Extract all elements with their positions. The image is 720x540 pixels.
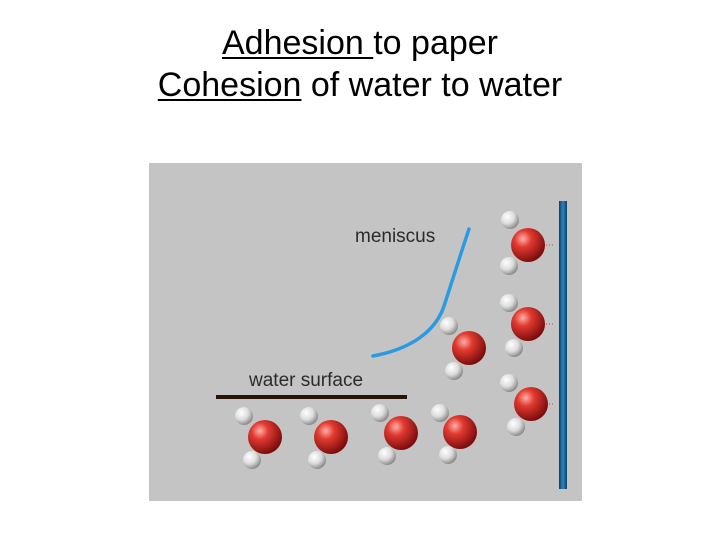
hydrogen-atom xyxy=(235,407,253,425)
water-surface-label: water surface xyxy=(249,370,364,391)
water-molecule xyxy=(500,374,548,436)
hydrogen-atom xyxy=(445,362,463,380)
hydrogen-atom xyxy=(378,447,396,465)
hydrogen-atom xyxy=(371,404,389,422)
water-molecule xyxy=(431,404,477,464)
cohesion-term: Cohesion xyxy=(157,66,302,104)
water-molecule xyxy=(500,294,545,357)
oxygen-atom xyxy=(384,416,418,450)
title-line-adhesion: Adhesion to paper xyxy=(0,22,720,64)
oxygen-atom xyxy=(314,420,348,454)
oxygen-atom xyxy=(511,307,545,341)
diagram-canvas xyxy=(216,201,567,489)
water-molecule xyxy=(300,407,348,469)
oxygen-atom xyxy=(452,331,486,365)
water-molecule xyxy=(235,407,282,469)
meniscus-curve xyxy=(371,227,471,358)
meniscus-label: meniscus xyxy=(355,226,436,247)
water-molecule xyxy=(440,317,486,380)
oxygen-atom xyxy=(511,228,545,262)
hydrogen-atom xyxy=(243,451,261,469)
oxygen-atom xyxy=(514,387,548,421)
adhesion-term: Adhesion xyxy=(222,24,374,62)
hydrogen-atom xyxy=(440,317,458,335)
slide-title: Adhesion to paper Cohesion of water to w… xyxy=(0,22,720,106)
adhesion-rest: to paper xyxy=(373,24,498,62)
paper-strip xyxy=(559,201,567,489)
hydrogen-atom xyxy=(308,451,326,469)
oxygen-atom xyxy=(443,415,477,449)
water-molecule xyxy=(371,404,418,465)
hydrogen-atom xyxy=(501,211,519,229)
hydrogen-atom xyxy=(439,446,457,464)
meniscus-diagram: meniscus water surface xyxy=(149,163,582,501)
hydrogen-atom xyxy=(300,407,318,425)
hydrogen-atom xyxy=(500,257,518,275)
hydrogen-atom xyxy=(431,404,449,422)
hydrogen-atom xyxy=(505,339,523,357)
water-molecule xyxy=(500,211,545,275)
hydrogen-atom xyxy=(500,294,518,312)
hydrogen-atom xyxy=(507,418,525,436)
oxygen-atom xyxy=(248,420,282,454)
hydrogen-atom xyxy=(500,374,518,392)
title-line-cohesion: Cohesion of water to water xyxy=(0,64,720,106)
cohesion-rest: of water to water xyxy=(301,66,563,104)
